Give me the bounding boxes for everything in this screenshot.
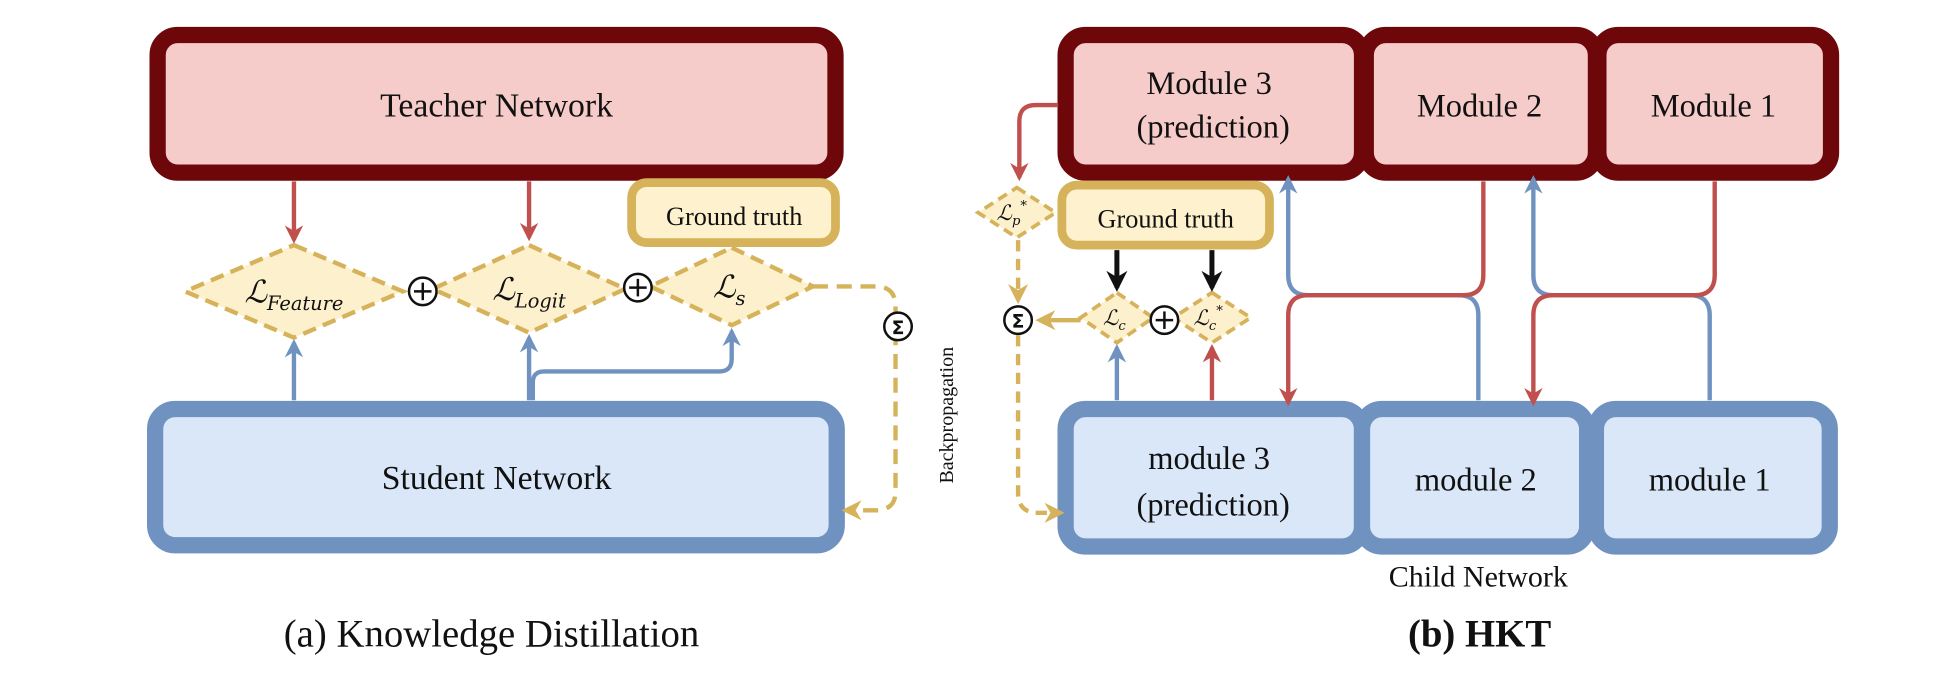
loss-p-star-diamond	[974, 185, 1060, 240]
hkt-sum-icon: Σ	[1003, 305, 1034, 336]
loss-c-star-diamond	[1169, 290, 1255, 345]
loss-c-diamond	[1077, 290, 1157, 345]
loss-logit-label: ℒLogit	[492, 272, 566, 313]
child1-to-teacher2-arrow	[1524, 175, 1712, 401]
svg-text:Σ: Σ	[892, 318, 905, 339]
hkt-plus	[1149, 305, 1180, 336]
panel-knowledge-distillation: Teacher Network Student Network Ground t…	[146, 26, 958, 656]
child-module-2-box	[1353, 400, 1596, 555]
loss-p-star-label: ℒp*	[997, 199, 1028, 229]
child-network-label: Child Network	[1389, 561, 1568, 594]
loss-logit-diamond	[427, 242, 631, 336]
teacher-module-3-box	[1057, 26, 1371, 181]
kd-plus-1	[407, 276, 438, 307]
teacher1-to-child2-arrow	[1524, 181, 1717, 407]
kd-plus-2	[622, 272, 653, 303]
teacher-module-1-box	[1590, 26, 1840, 181]
kd-caption: (a) Knowledge Distillation	[284, 613, 700, 656]
hkt-ground-truth-label: Ground truth	[1097, 205, 1233, 234]
kd-student-to-ls-arrow	[530, 327, 741, 401]
child-module-3-box	[1057, 400, 1371, 555]
loss-c-star-label: ℒc*	[1194, 304, 1224, 334]
teacher-to-lp-arrow	[1010, 102, 1059, 182]
teacher2-to-child3-arrow	[1279, 181, 1486, 407]
child2-to-teacher3-arrow	[1279, 175, 1481, 401]
student-network-label: Student Network	[382, 460, 612, 497]
student-network-box	[146, 400, 845, 554]
kd-ground-truth-box	[627, 178, 840, 248]
loss-feature-label: ℒFeature	[244, 275, 343, 316]
hkt-caption: (b) HKT	[1408, 613, 1551, 656]
child-module-3-label: module 3 (prediction)	[1136, 441, 1289, 523]
svg-text:Σ: Σ	[1012, 312, 1025, 333]
teacher-module-2-label: Module 2	[1417, 88, 1542, 124]
teacher-network-label: Teacher Network	[380, 87, 613, 124]
panel-hkt: Module 3 (prediction) Module 2 Module 1 …	[974, 26, 1840, 656]
sum-to-child-arrow	[1015, 335, 1065, 523]
kd-sum-icon: Σ	[883, 311, 914, 342]
loss-s-diamond	[645, 245, 819, 328]
kd-backprop-label: Backpropagation	[936, 347, 958, 484]
child-module-1-box	[1587, 400, 1838, 555]
loss-s-label: ℒs	[713, 270, 746, 311]
teacher-network-box	[149, 26, 844, 181]
child-module-1-label: module 1	[1649, 462, 1771, 498]
loss-c-label: ℒc	[1103, 306, 1126, 334]
teacher-module-1-label: Module 1	[1651, 88, 1776, 124]
hkt-ground-truth-box	[1057, 180, 1274, 250]
child-module-2-label: module 2	[1415, 462, 1537, 498]
teacher-module-3-label: Module 3 (prediction)	[1136, 66, 1289, 146]
kd-ground-truth-label: Ground truth	[666, 202, 802, 231]
